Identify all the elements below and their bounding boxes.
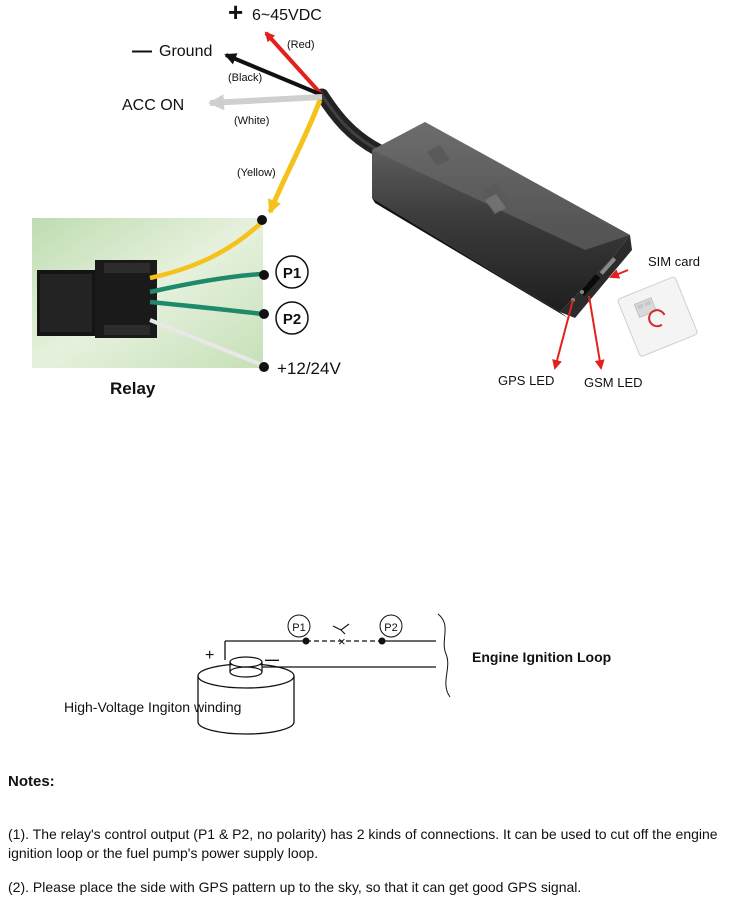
yellow-wire [267, 99, 323, 214]
relay-title: Relay [110, 379, 156, 398]
loop-p2-badge: P2 [379, 614, 403, 638]
supply-pin-label: +12/24V [277, 359, 341, 378]
relay-yellow-wire [149, 220, 264, 281]
acc-label: ACC ON [122, 97, 184, 114]
loop-p2-label: P2 [384, 622, 397, 634]
red-wire-label: (Red) [287, 39, 315, 51]
p2-pin-label: P2 [283, 311, 301, 328]
loop-p1-badge: P1 [287, 614, 311, 638]
wire-harness [208, 31, 385, 214]
power-label: 6~45VDC [252, 7, 322, 24]
supply-terminal-dot [259, 362, 269, 372]
ignition-loop-schematic: × [197, 613, 451, 735]
p2-badge: P2 [275, 301, 309, 335]
gsm-led-arrow [588, 295, 605, 370]
relay-p2-wire [149, 299, 263, 317]
yellow-wire-label: (Yellow) [237, 167, 276, 179]
relay-supply-wire [149, 318, 263, 367]
white-wire-label: (White) [234, 115, 269, 127]
sim-card-label: SIM card [648, 254, 700, 269]
loop-p1-label: P1 [292, 622, 305, 634]
black-wire [224, 53, 323, 97]
white-wire [208, 94, 323, 111]
gps-tracker-device [372, 122, 632, 318]
red-wire [264, 31, 324, 97]
relay-body [37, 260, 157, 338]
ground-sign: — [132, 40, 152, 62]
coil-minus-sign: — [265, 651, 279, 667]
p1-pin-label: P1 [283, 265, 301, 282]
sim-arrow [609, 269, 629, 279]
yellow-terminal-dot [257, 215, 267, 225]
notes-title: Notes: [8, 773, 55, 790]
coil-plus-sign: + [205, 647, 214, 664]
engine-loop-label: Engine Ignition Loop [472, 649, 611, 665]
sim-card [617, 276, 698, 357]
gps-led-label: GPS LED [498, 373, 554, 388]
scissors-icon [332, 623, 350, 635]
black-wire-label: (Black) [228, 72, 262, 84]
note-2: (2). Please place the side with GPS patt… [8, 879, 582, 895]
gps-led-arrow [552, 299, 574, 370]
ground-label: Ground [159, 43, 212, 60]
relay-p1-wire [149, 271, 263, 295]
power-sign: + [228, 0, 243, 27]
svg-text:×: × [338, 634, 346, 649]
p1-badge: P1 [275, 255, 309, 289]
p1-terminal-dot [259, 270, 269, 280]
note-1: (1). The relay's control output (P1 & P2… [8, 826, 718, 861]
coil-label: High-Voltage Ingiton winding [64, 699, 241, 715]
p2-terminal-dot [259, 309, 269, 319]
gsm-led-label: GSM LED [584, 375, 643, 390]
